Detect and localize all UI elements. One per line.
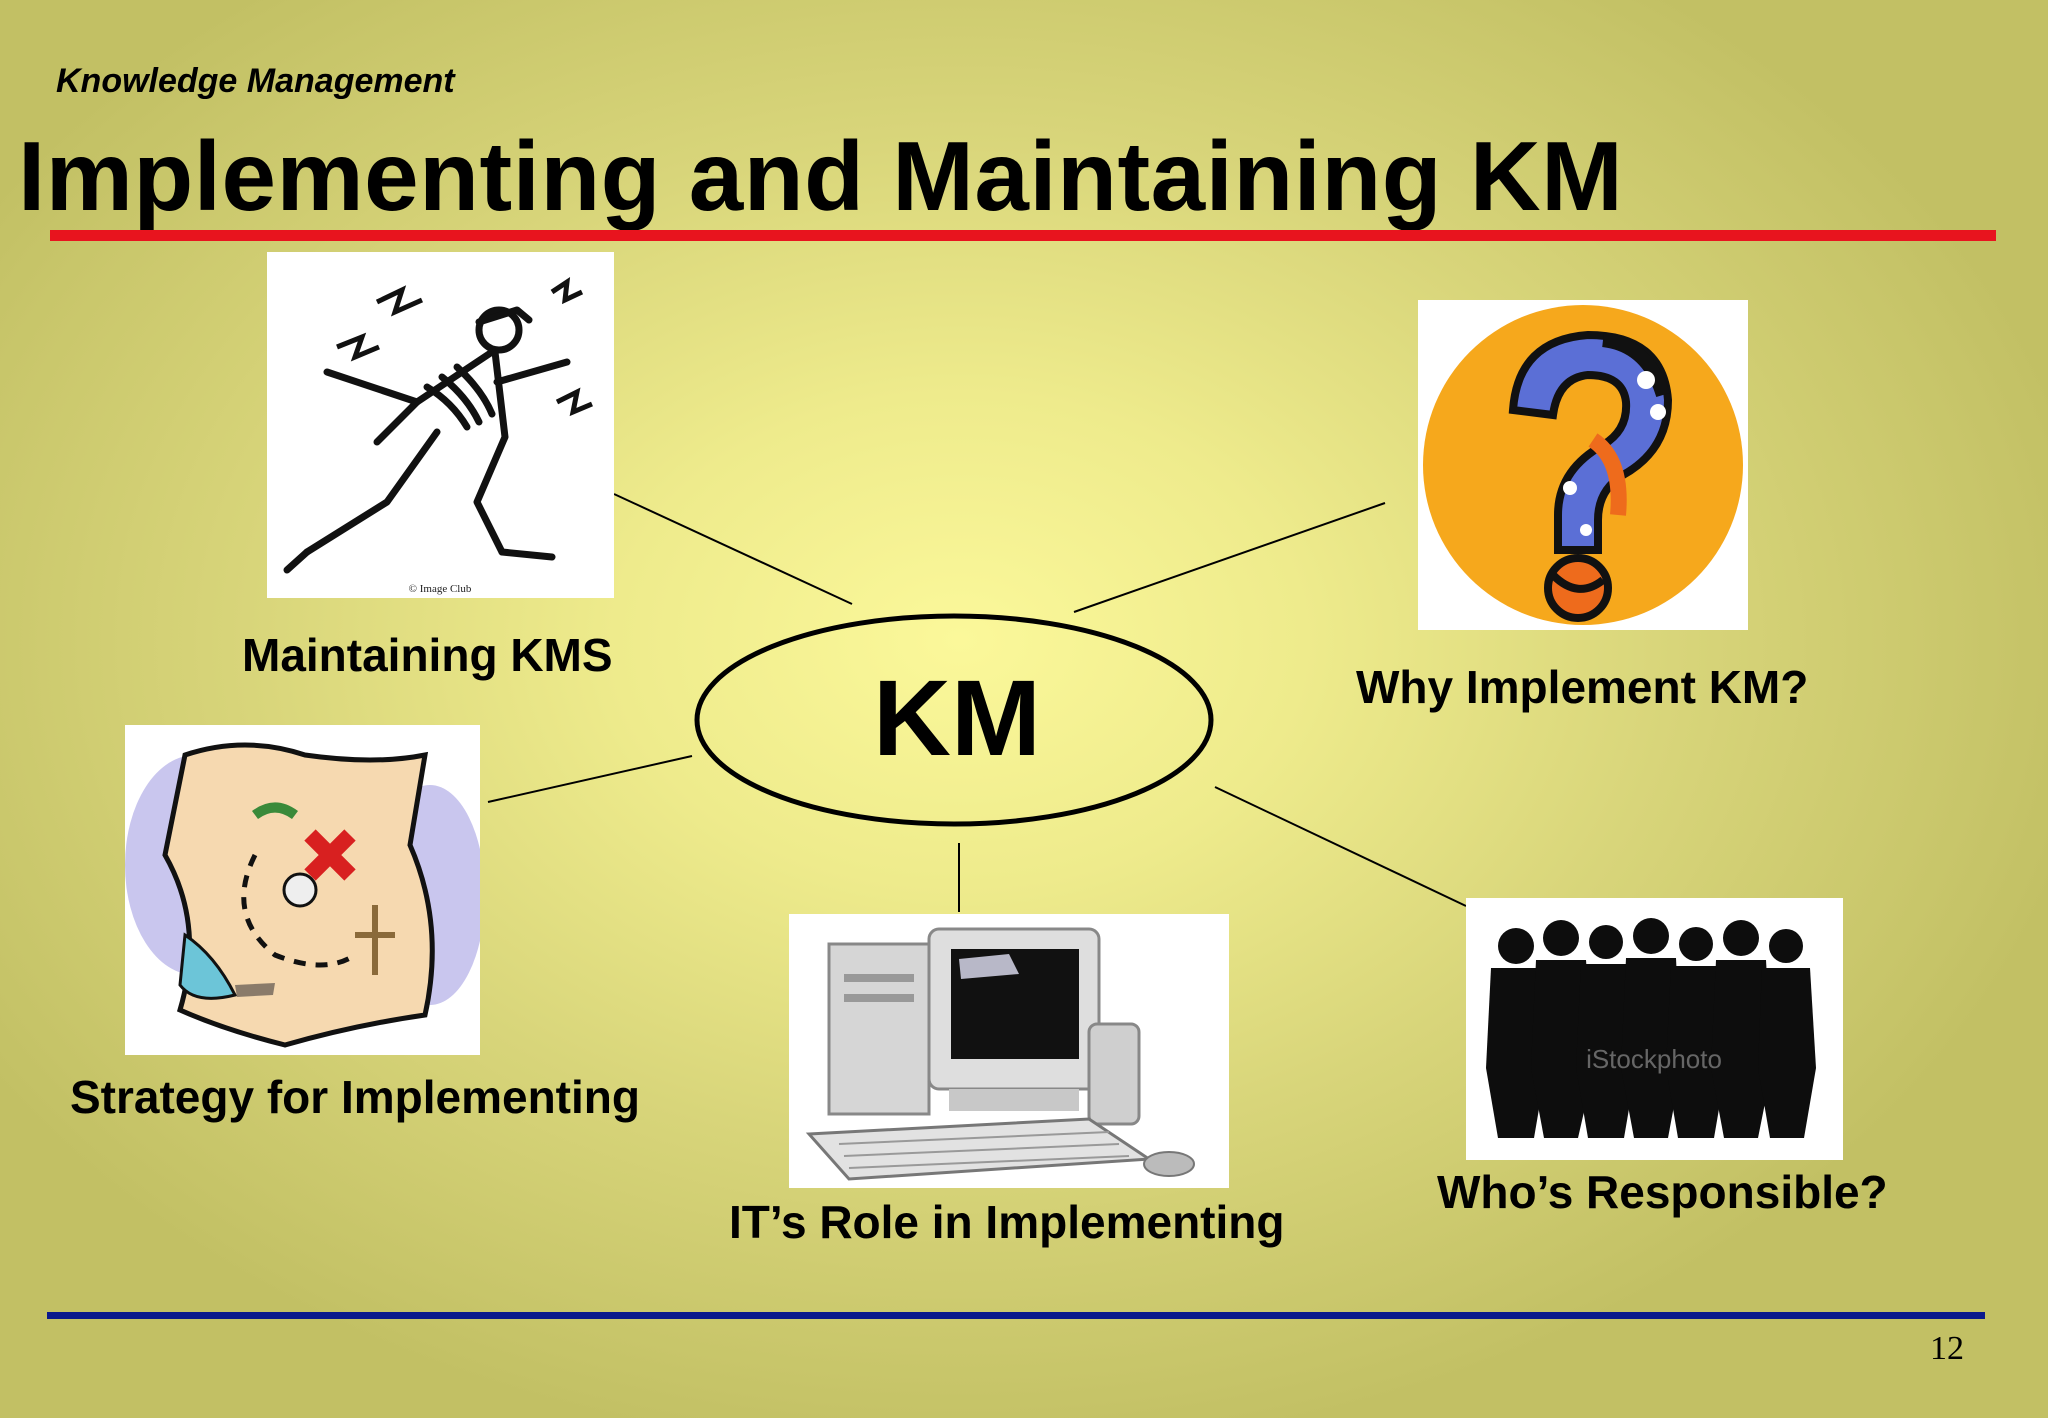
question-mark-icon bbox=[1418, 300, 1748, 630]
connector-why bbox=[1073, 502, 1386, 613]
slide-title: Implementing and Maintaining KM bbox=[18, 121, 1624, 231]
connector-strategy bbox=[487, 755, 693, 803]
connector-responsible bbox=[1214, 786, 1467, 907]
title-underline bbox=[50, 230, 1996, 241]
image-credit-responsible: iStockphoto bbox=[1586, 1044, 1722, 1074]
label-strategy-for-implementing: Strategy for Implementing bbox=[70, 1071, 640, 1123]
label-maintaining-kms: Maintaining KMS bbox=[242, 629, 613, 681]
image-credit-maintaining: © Image Club bbox=[409, 583, 472, 595]
footer-rule bbox=[47, 1312, 1985, 1319]
km-center-label: KM bbox=[873, 657, 1041, 778]
header-label: Knowledge Management bbox=[56, 62, 455, 100]
treasure-map-icon bbox=[125, 725, 480, 1055]
connector-maintaining bbox=[613, 493, 853, 605]
desktop-computer-icon bbox=[789, 914, 1229, 1188]
label-it-role: IT’s Role in Implementing bbox=[729, 1196, 1285, 1248]
label-whos-responsible: Who’s Responsible? bbox=[1437, 1166, 1888, 1218]
km-ellipse bbox=[694, 613, 1214, 827]
label-why-implement-km: Why Implement KM? bbox=[1356, 661, 1809, 713]
running-man-clipart-icon: © Image Club bbox=[267, 252, 614, 598]
people-silhouettes-icon: iStockphoto bbox=[1466, 898, 1843, 1160]
page-number: 12 bbox=[1930, 1330, 1964, 1367]
